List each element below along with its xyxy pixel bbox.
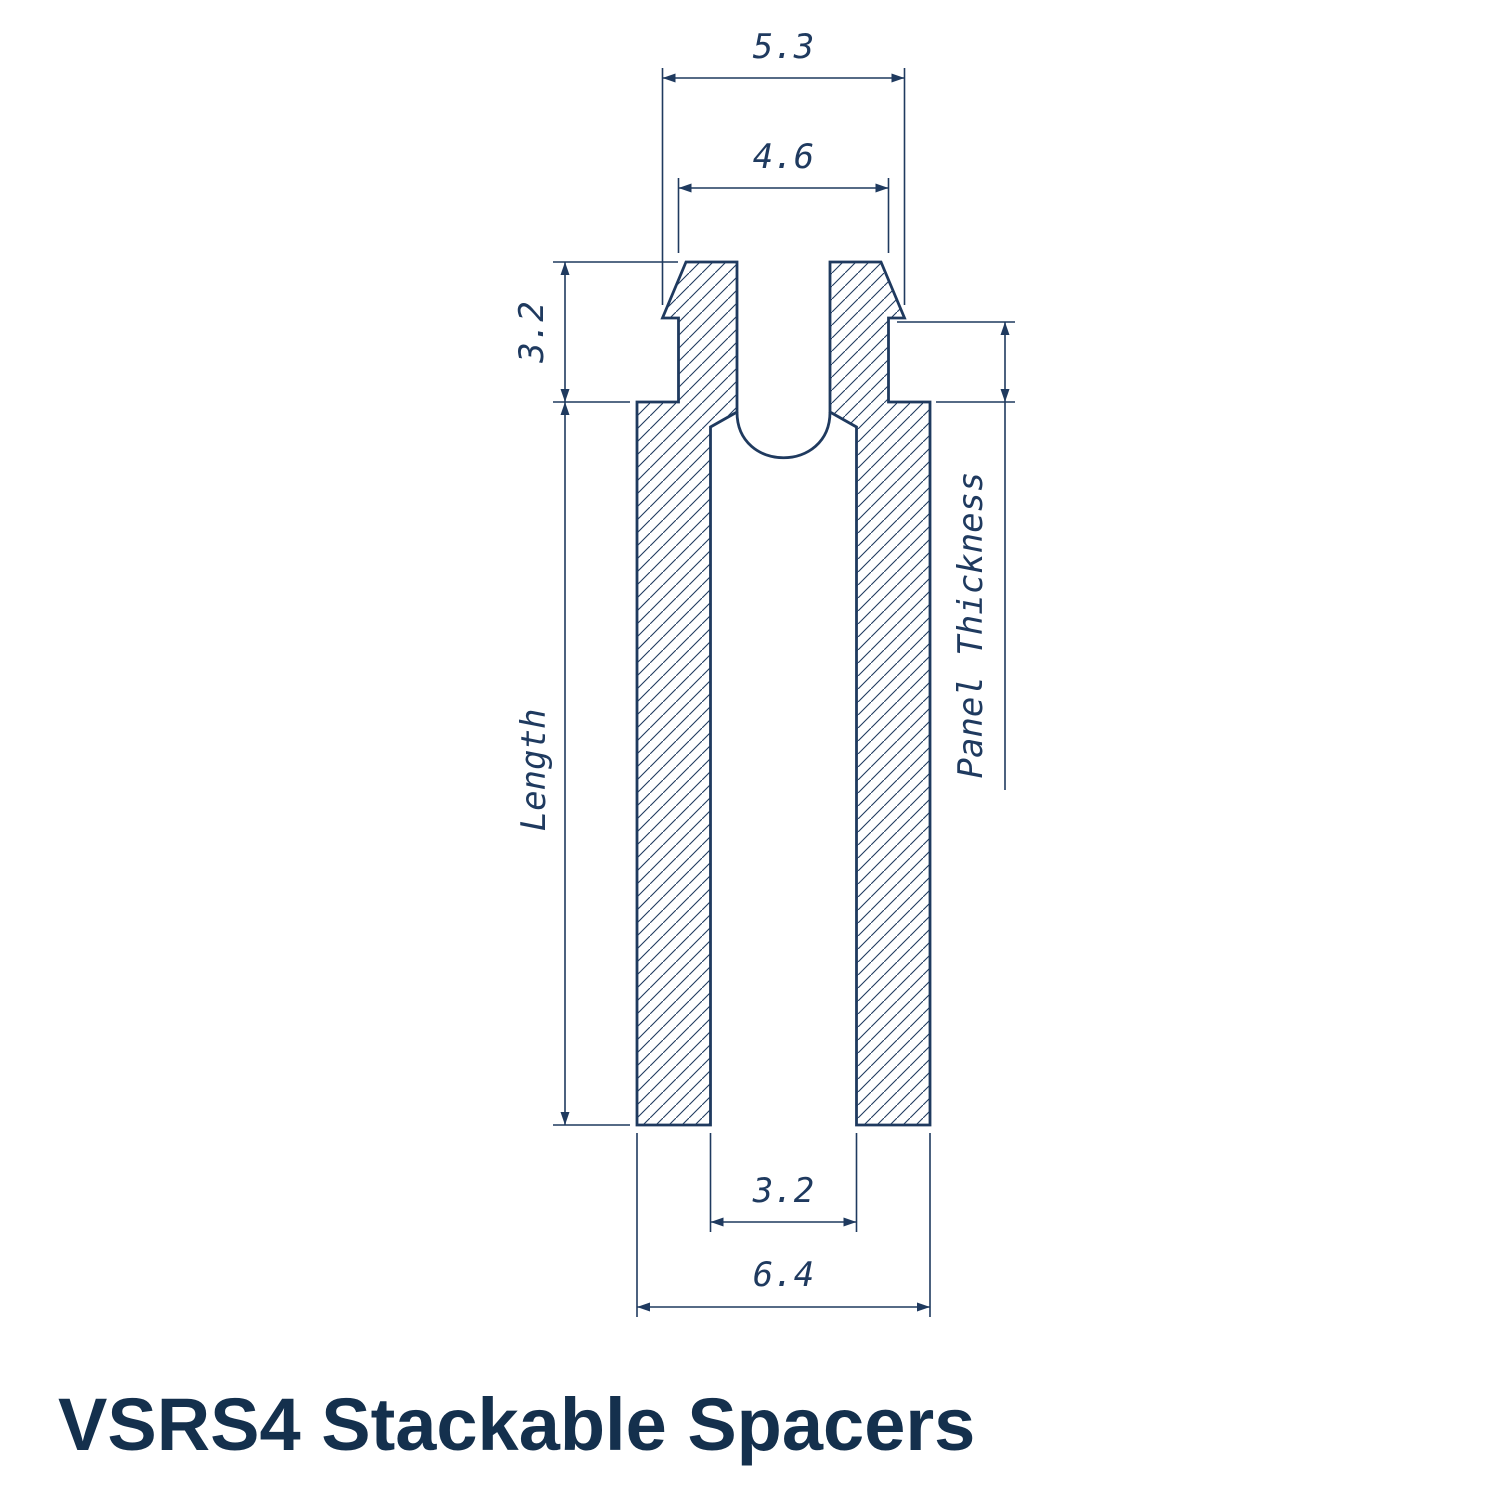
right-section-wall bbox=[828, 260, 932, 1127]
dim-tip-height-label: 3.2 bbox=[512, 301, 552, 363]
dimension-panel-thickness bbox=[897, 321, 1015, 790]
spacer-cross-section bbox=[635, 260, 932, 1127]
dimension-length bbox=[553, 402, 630, 1126]
dimension-lines bbox=[553, 68, 1015, 1317]
dimension-bore-width bbox=[709, 1133, 858, 1232]
panel-thickness-label: Panel Thickness bbox=[951, 471, 991, 778]
dimension-top-outer-width bbox=[661, 68, 906, 305]
dimension-top-inner-width bbox=[677, 178, 890, 253]
length-label: Length bbox=[514, 709, 554, 832]
dimension-body-width bbox=[636, 1133, 931, 1317]
slot-bottom-curve bbox=[735, 411, 832, 459]
drawing-title: VSRS4 Stackable Spacers bbox=[58, 1383, 976, 1466]
dim-top-outer-width-label: 5.3 bbox=[753, 27, 814, 67]
left-section-wall bbox=[635, 260, 739, 1127]
dimension-tip-height bbox=[553, 261, 678, 403]
dim-top-inner-width-label: 4.6 bbox=[753, 137, 814, 177]
dim-bore-width-label: 3.2 bbox=[752, 1171, 814, 1211]
dim-body-width-label: 6.4 bbox=[753, 1255, 814, 1295]
